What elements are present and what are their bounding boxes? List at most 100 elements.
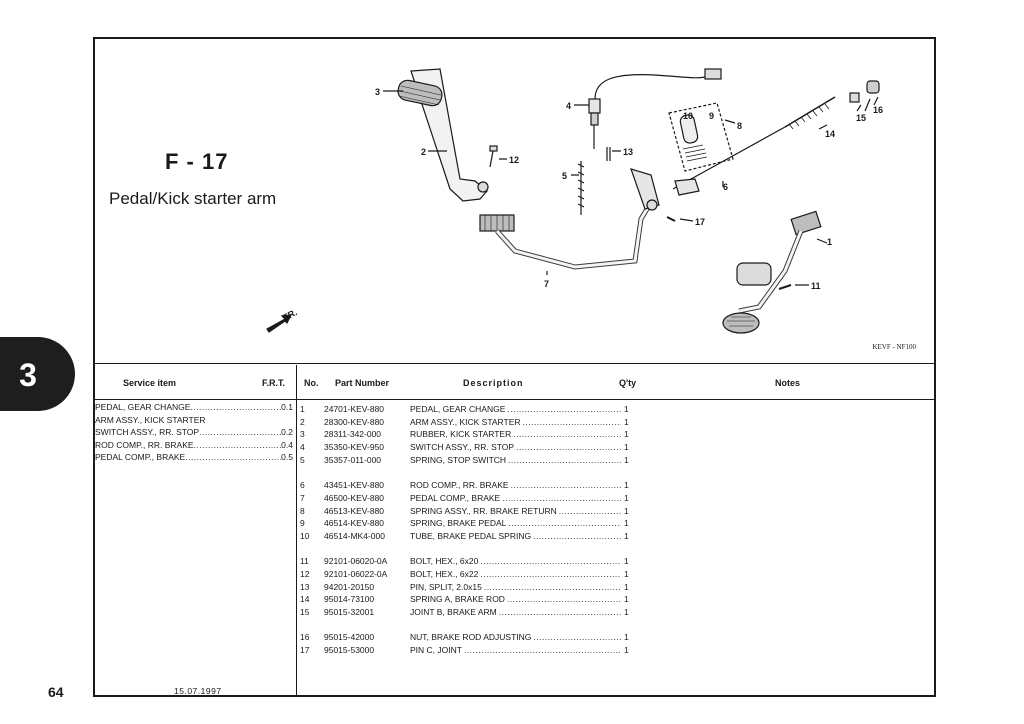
part-qty: 1 <box>624 581 629 592</box>
part-number: 95015-53000 <box>324 645 375 656</box>
service-item-frt: 0.2 <box>281 427 293 438</box>
header-frt: F.R.T. <box>262 378 286 388</box>
part-description: SWITCH ASSY., RR. STOP <box>410 442 515 453</box>
part-row: 8 46513-KEV-880 SPRING ASSY., RR. BRAKE RE… <box>298 505 634 518</box>
split-pin-drawing <box>606 147 611 161</box>
part-description: BOLT, HEX., 6x22 <box>410 568 479 579</box>
callout-7: 7 <box>544 279 549 289</box>
part-qty: 1 <box>624 416 629 427</box>
part-no: 9 <box>300 518 305 529</box>
callout-15: 15 <box>856 113 866 123</box>
part-qty: 1 <box>624 480 629 491</box>
part-number: 28311-342-000 <box>324 429 382 440</box>
header-no: No. <box>304 378 319 388</box>
part-number: 28300-KEV-880 <box>324 416 385 427</box>
part-no: 17 <box>300 645 310 656</box>
column-divider <box>296 365 297 697</box>
service-item-row: PEDAL COMP., BRAKE0.5 <box>95 451 293 464</box>
table-header-row: Service item F.R.T. No. Part Number Desc… <box>95 365 934 400</box>
spring-assy-box-drawing <box>668 102 734 172</box>
callout-1: 1 <box>827 237 832 247</box>
brake-rod-drawing <box>672 80 880 196</box>
bolt-12-drawing <box>489 145 498 168</box>
part-number: 24701-KEV-880 <box>324 404 385 414</box>
callout-5: 5 <box>562 171 567 181</box>
service-item-name: SWITCH ASSY., RR. STOP <box>95 427 200 438</box>
figure-title: Pedal/Kick starter arm <box>109 189 277 208</box>
exploded-parts-drawing: 3 2 12 4 5 13 10 9 8 14 15 16 6 17 7 1 1… <box>266 68 883 334</box>
part-qty: 1 <box>624 556 629 567</box>
callout-2: 2 <box>421 147 426 157</box>
part-description: SPRING ASSY., RR. BRAKE RETURN <box>410 505 557 516</box>
part-number: 95015-42000 <box>324 632 375 643</box>
callout-8: 8 <box>737 121 742 131</box>
callout-9: 9 <box>709 111 714 121</box>
part-no: 7 <box>300 492 305 503</box>
brake-pedal-drawing <box>479 168 660 270</box>
part-number: 94201-20150 <box>324 581 375 592</box>
service-item-frt: 0.4 <box>281 439 293 450</box>
joint-pin-drawing <box>666 216 676 222</box>
service-item-row: ROD COMP., RR. BRAKE 0.4 <box>95 439 293 452</box>
callout-12: 12 <box>509 155 519 165</box>
part-description: PEDAL COMP., BRAKE <box>410 492 501 503</box>
part-no: 8 <box>300 505 305 516</box>
part-description: RUBBER, KICK STARTER <box>410 429 512 440</box>
part-qty: 1 <box>624 607 629 617</box>
part-qty: 1 <box>624 404 629 414</box>
part-description: SPRING, STOP SWITCH <box>410 454 507 465</box>
part-number: 46513-KEV-880 <box>324 505 385 516</box>
service-item-frt: 0.1 <box>281 402 293 412</box>
service-item-row: SWITCH ASSY., RR. STOP 0.2 <box>95 426 293 439</box>
service-item-name: ROD COMP., RR. BRAKE <box>95 439 194 450</box>
callout-14: 14 <box>825 129 835 139</box>
service-item-name: PEDAL, GEAR CHANGE <box>95 402 191 412</box>
callout-16: 16 <box>873 105 883 115</box>
service-item-row: ARM ASSY., KICK STARTER <box>95 414 293 427</box>
part-qty: 1 <box>624 632 629 643</box>
service-item-list: PEDAL, GEAR CHANGE 0.1 ARM ASSY., KICK ST… <box>95 401 293 464</box>
callout-10: 10 <box>683 111 693 121</box>
front-label: FR. <box>281 307 298 323</box>
callout-11: 11 <box>811 281 821 291</box>
stop-switch-spring-drawing <box>577 161 585 215</box>
diagram-reference-code: KEVF - NF100 <box>872 343 916 351</box>
part-description: ARM ASSY., KICK STARTER <box>410 416 521 427</box>
chapter-tab: 3 <box>0 337 75 411</box>
part-number: 92101-06022-0A <box>324 568 388 579</box>
bolt-11-drawing <box>778 284 792 290</box>
part-description: PEDAL, GEAR CHANGE <box>410 404 506 414</box>
part-no: 13 <box>300 581 310 592</box>
gear-change-pedal-drawing <box>722 210 822 334</box>
part-description: NUT, BRAKE ROD ADJUSTING <box>410 632 532 643</box>
kick-starter-arm-drawing <box>397 68 489 202</box>
part-number: 46514-MK4-000 <box>324 530 385 541</box>
callout-3: 3 <box>375 87 380 97</box>
page-number: 64 <box>48 684 64 700</box>
header-description: Description <box>463 378 524 388</box>
callout-4: 4 <box>566 101 571 111</box>
part-qty: 1 <box>624 530 629 541</box>
part-no: 6 <box>300 480 305 491</box>
callout-6: 6 <box>723 182 728 192</box>
chapter-number: 3 <box>19 357 37 393</box>
part-no: 12 <box>300 568 310 579</box>
service-item-frt: 0.5 <box>281 452 293 463</box>
callout-13: 13 <box>623 147 633 157</box>
parts-page-frame: F - 17 Pedal/Kick starter arm <box>93 37 936 697</box>
part-qty: 1 <box>624 645 629 656</box>
callout-17: 17 <box>695 217 705 227</box>
part-no: 5 <box>300 454 305 465</box>
